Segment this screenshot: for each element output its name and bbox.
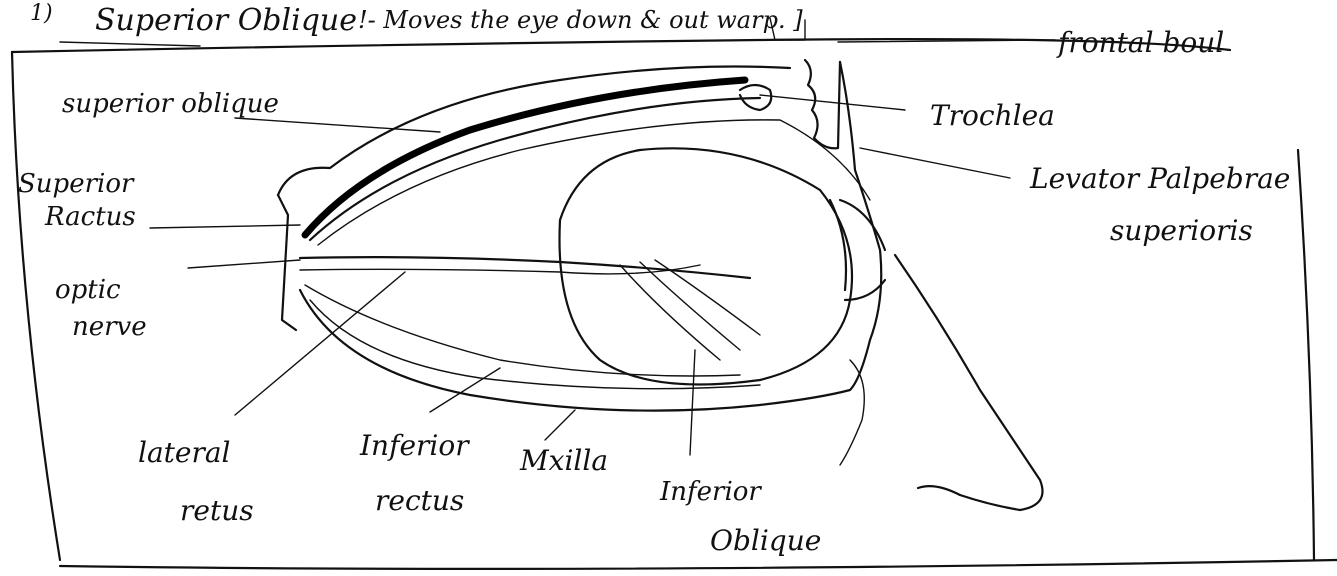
orbit-apex [278, 195, 296, 330]
pointer-inferior-rectus [430, 368, 500, 412]
inferior-oblique-muscle [620, 260, 760, 360]
lateral-rectus-muscle [300, 265, 700, 274]
inferior-rectus-muscle [305, 285, 740, 376]
label-inferior-rectus-line1: Inferior [359, 429, 470, 462]
label-inferior-oblique-line2: Oblique [710, 524, 821, 557]
eyeball-outline [560, 148, 853, 384]
pointer-frontal-bone [838, 40, 1055, 42]
label-superior-rectus-line1: Superior [18, 169, 135, 199]
pointer-maxilla [545, 410, 575, 440]
pointer-superior-rectus [150, 225, 300, 228]
header-description: !- Moves the eye down & out warp. ] [358, 6, 803, 34]
pointer-levator [860, 148, 1010, 178]
label-frontal-bone: frontal boul [1056, 26, 1224, 59]
header-title: Superior Oblique [95, 3, 357, 38]
label-maxilla: Mxilla [519, 444, 608, 477]
border-right-line [1298, 150, 1314, 560]
label-lateral-rectus-line2: retus [180, 494, 254, 527]
cornea [830, 200, 846, 290]
border-left-line [12, 52, 60, 560]
superior-rectus-muscle [310, 98, 760, 240]
maxilla-detail [840, 360, 864, 465]
pointer-trochlea [760, 95, 905, 110]
pointer-optic-nerve [188, 260, 300, 268]
label-optic-nerve-line1: optic [55, 275, 121, 305]
label-inferior-oblique-line1: Inferior [659, 477, 762, 507]
label-optic-nerve-line2: nerve [72, 312, 147, 342]
frontal-bone-shape [805, 60, 840, 148]
label-lateral-rectus-line1: lateral [138, 436, 231, 469]
nose-profile [895, 255, 1043, 510]
label-levator-line2: superioris [1110, 214, 1253, 247]
levator-muscle [318, 120, 870, 245]
header-prefix: 1) [30, 1, 53, 26]
label-superior-oblique: superior oblique [62, 89, 279, 119]
optic-nerve [300, 257, 750, 278]
nostril [918, 486, 960, 495]
pointer-superior-oblique [235, 118, 440, 132]
label-trochlea: Trochlea [930, 99, 1055, 132]
label-inferior-rectus-line2: rectus [375, 484, 464, 517]
pointer-inferior-oblique [690, 350, 695, 455]
label-levator-line1: Levator Palpebrae [1029, 162, 1290, 195]
orbit-floor [300, 290, 850, 411]
header-dash [60, 42, 200, 46]
label-superior-rectus-line2: Ractus [44, 202, 136, 232]
border-bottom-line [60, 560, 1337, 569]
orbital-rim-front [840, 62, 881, 390]
